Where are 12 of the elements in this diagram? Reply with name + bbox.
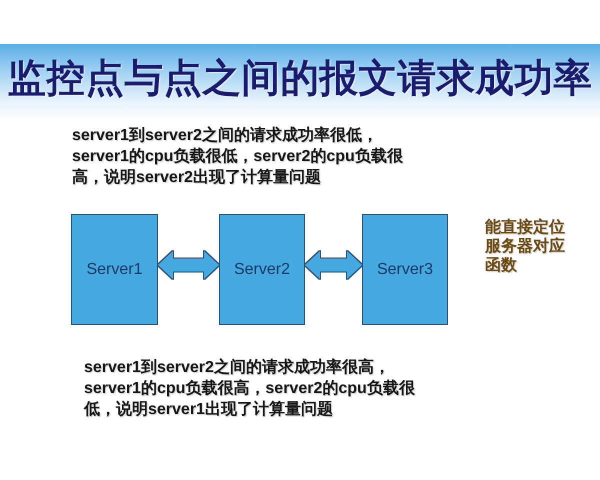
server-box: [219, 214, 305, 325]
server-label: Server3: [376, 260, 434, 278]
description-text: server1到server2之间的请求成功率很低，server1的cpu负载很低，server2的cpu负载很高，说明server2出现了计算量问题: [72, 125, 404, 188]
title: 监控点与点之间的报文请求成功率: [6, 56, 594, 102]
double-arrow: [158, 251, 219, 279]
server-label: Server2: [234, 260, 290, 278]
server-label: Server1: [86, 260, 143, 278]
description-text: server1到server2之间的请求成功率很高，server1的cpu负载很高，server2的cpu负载很低，说明server1出现了计算量问题: [84, 357, 416, 420]
double-arrow: [305, 251, 362, 279]
server-box: [71, 214, 158, 325]
server-box: [362, 214, 448, 325]
note-text: 能直接定位服务器对应函数: [485, 218, 566, 275]
